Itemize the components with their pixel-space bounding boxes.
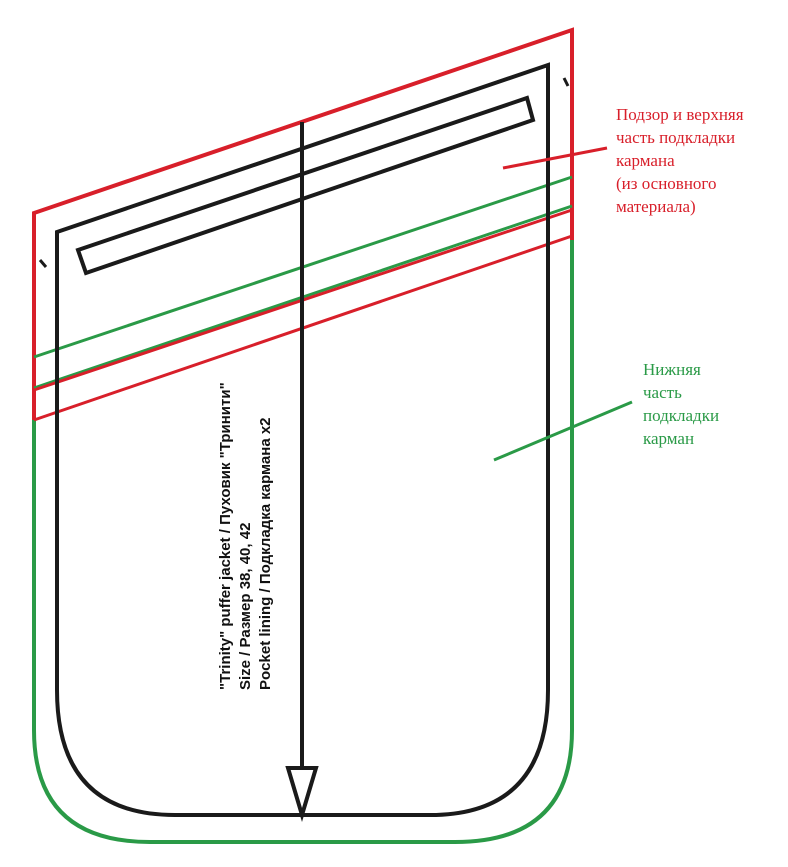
facing-label: Подзор и верхняя часть подкладки кармана… — [616, 105, 744, 216]
welt-opening-icon — [75, 95, 536, 276]
lower-lining-leader-line — [493, 400, 633, 462]
piece-text-line1: "Trinity" puffer jacket / Пуховик "Трини… — [217, 382, 234, 690]
grainline-arrow-icon — [285, 122, 319, 823]
notch-left — [38, 259, 48, 268]
lower-lining-label: Нижняя часть подкладки карман — [643, 360, 720, 448]
piece-text-group: "Trinity" puffer jacket / Пуховик "Трини… — [217, 382, 274, 690]
facing-leader-line — [502, 146, 608, 170]
piece-text-line3: Pocket lining / Подкладка кармана x2 — [257, 417, 274, 690]
notch-right — [562, 77, 570, 87]
seam-line-outline — [55, 62, 550, 817]
facing-outline — [32, 27, 574, 420]
lower-lining-outline — [32, 175, 574, 844]
piece-text-line2: Size / Размер 38, 40, 42 — [237, 523, 254, 690]
